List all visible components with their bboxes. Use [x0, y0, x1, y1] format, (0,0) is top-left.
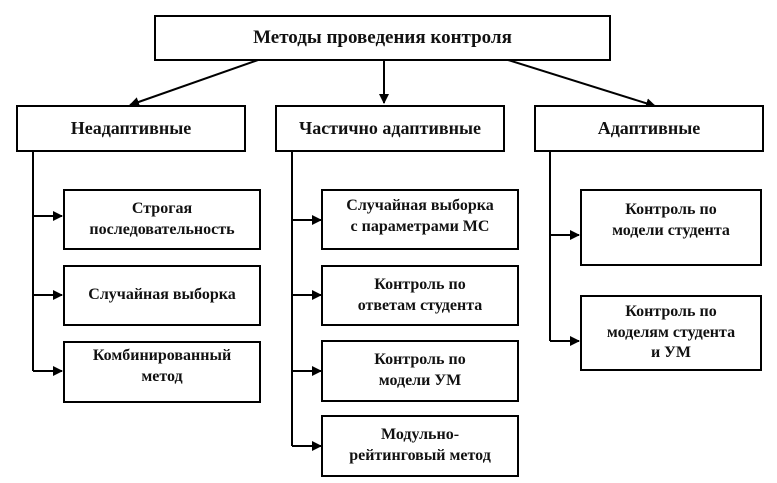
arrow-root-to-adaptive	[507, 59, 656, 109]
method-combined: Комбинированный метод	[63, 341, 261, 403]
category-label: Частично адаптивные	[298, 117, 482, 138]
method-line: Случайная выборка	[346, 196, 494, 214]
method-line: Строгая	[131, 199, 193, 217]
method-line: последовательность	[89, 220, 235, 238]
method-random-sample-ms-params: Случайная выборка с параметрами МС	[321, 189, 519, 250]
method-line: Случайная выборка	[88, 286, 236, 304]
arrow-root-to-nonadaptive	[129, 59, 259, 107]
method-control-by-student-model: Контроль по модели студента	[580, 189, 762, 266]
method-control-by-student-answers: Контроль по ответам студента	[321, 265, 519, 326]
root-node: Методы проведения контроля	[154, 15, 611, 61]
category-adaptive: Адаптивные	[534, 105, 764, 152]
method-strict-sequence: Строгая последовательность	[63, 189, 261, 250]
method-line: модели студента	[612, 221, 730, 239]
method-line: Контроль по	[625, 200, 717, 218]
method-line: Контроль по	[374, 275, 466, 293]
category-nonadaptive: Неадаптивные	[16, 105, 246, 152]
method-line: Контроль по	[625, 302, 717, 320]
method-line: ответам студента	[357, 296, 483, 314]
method-line: и УМ	[650, 344, 692, 362]
method-line: Контроль по	[374, 351, 466, 369]
method-line: с параметрами МС	[350, 217, 490, 235]
category-partially-adaptive: Частично адаптивные	[275, 105, 505, 152]
method-line: Комбинированный	[92, 347, 232, 365]
method-random-sample: Случайная выборка	[63, 265, 261, 326]
method-line: модели УМ	[378, 372, 462, 389]
category-label: Неадаптивные	[70, 117, 192, 138]
category-label: Адаптивные	[597, 117, 701, 138]
method-line: Модульно-	[380, 426, 460, 444]
root-label: Методы проведения контроля	[253, 26, 512, 48]
method-line: моделям студента	[606, 323, 736, 341]
method-line: рейтинговый метод	[349, 447, 491, 464]
method-line: метод	[141, 368, 183, 385]
method-control-by-um-model: Контроль по модели УМ	[321, 340, 519, 402]
method-modular-rating: Модульно- рейтинговый метод	[321, 415, 519, 477]
method-control-by-student-and-um-models: Контроль по моделям студента и УМ	[580, 295, 762, 371]
